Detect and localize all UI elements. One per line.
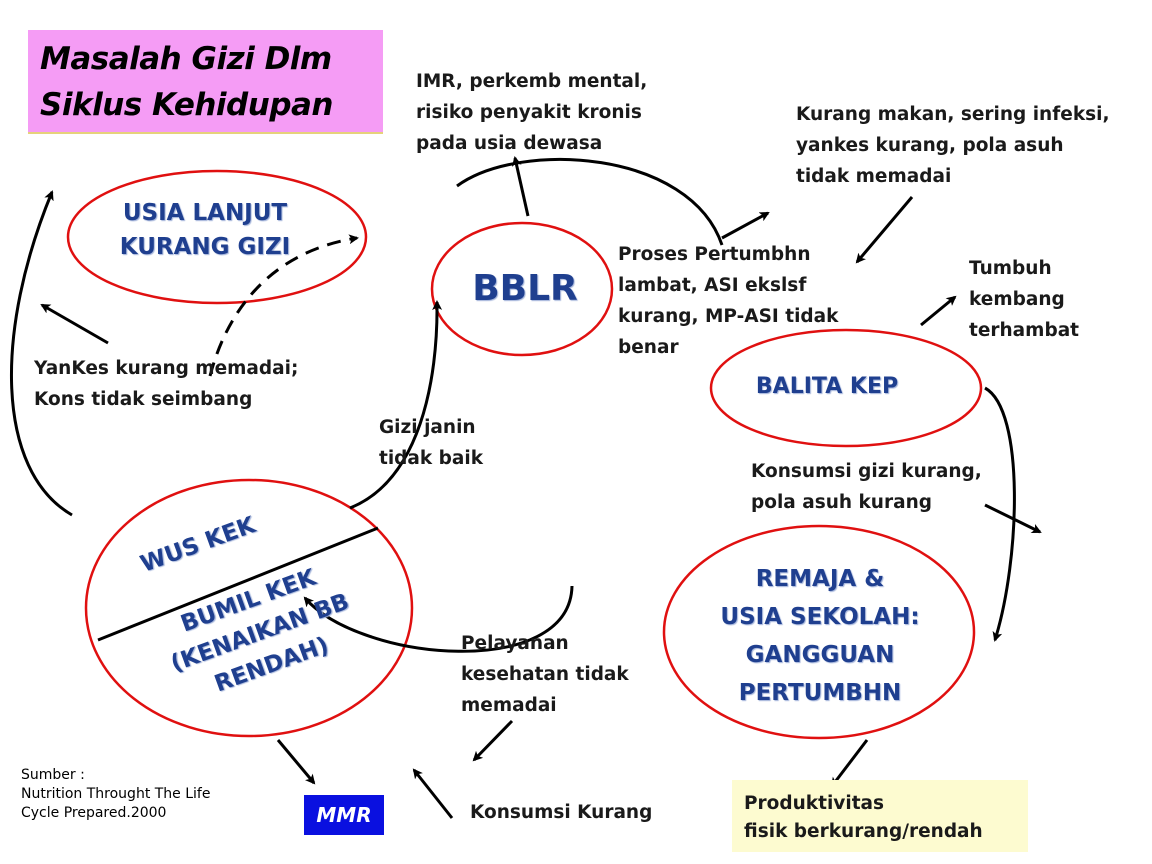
balita-ellipse [709,328,983,448]
produktivitas-box: Produktivitas fisik berkurang/rendah [732,780,1028,852]
mmr-box: MMR [304,795,384,835]
arrow-to-kurang-makan [721,211,770,240]
konsumsi-kurang-label: Konsumsi Kurang [470,802,653,823]
wus-ellipse [84,478,414,738]
gizi-janin-label: Gizi janin tidak baik [379,417,484,469]
arrow-wus-to-bblr [349,300,443,510]
arrow-to-tumbuh [920,295,957,327]
balita-label: BALITA KEP [755,374,899,399]
source-note: Sumber : Nutrition Throught The Life Cyc… [21,767,211,821]
dashed-arrow-to-usia-lanjut [208,234,359,377]
arrow-pelayanan-down [472,719,514,762]
yankes-label: YanKes kurang memadai; Kons tidak seimba… [34,358,299,410]
arrow-to-yankes [40,303,109,345]
wus-divider-line [97,526,379,642]
arrow-wus-to-usia-lanjut [10,190,73,517]
arrow-to-mmr [276,739,316,785]
pelayanan-label: Pelayanan kesehatan tidak memadai [461,633,629,716]
arrow-remaja-to-bumil [303,585,574,653]
bblr-label: BBLR [472,268,578,309]
title-box: Masalah Gizi Dlm Siklus Kehidupan [28,30,383,134]
kurang-makan-label: Kurang makan, sering infeksi, yankes kur… [796,104,1110,187]
bblr-ellipse [430,221,614,357]
arrow-to-produktivitas [830,739,869,788]
arrow-kurang-makan-down [855,196,914,264]
arrow-bblr-to-balita [456,157,724,246]
tumbuh-label: Tumbuh kembang terhambat [969,258,1080,341]
imr-label: IMR, perkemb mental, risiko penyakit kro… [416,71,648,154]
usia-lanjut-ellipse [66,169,368,305]
title-line-2: Siklus Kehidupan [40,87,334,123]
proses-label: Proses Pertumbhn lambat, ASI ekslsf kura… [618,244,839,358]
arrow-bblr-to-imr [511,156,530,217]
remaja-ellipse [662,524,976,740]
konsumsi-gizi-label: Konsumsi gizi kurang, pola asuh kurang [751,461,982,513]
arrow-balita-to-remaja [984,386,1016,642]
arrow-konsumsi-gizi [984,503,1042,534]
remaja-label: REMAJA & USIA SEKOLAH: GANGGUAN PERTUMBH… [720,566,920,706]
title-line-1: Masalah Gizi Dlm [40,41,332,77]
arrow-konsumsi-kurang [412,768,454,819]
usia-lanjut-label: USIA LANJUT KURANG GIZI [119,200,291,260]
